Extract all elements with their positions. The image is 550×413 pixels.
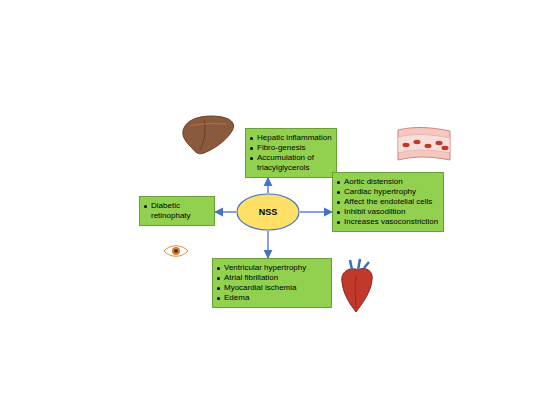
bullet-item: Myocardial ischemia [216, 283, 327, 293]
artery-lumen [398, 134, 450, 153]
effect-box: Diabetic retinophaty [139, 196, 215, 226]
central-ellipse: NSS [236, 193, 300, 231]
arrow-connector [267, 178, 268, 193]
bullet-dot [250, 157, 253, 160]
blood-cell [403, 143, 410, 147]
effect-text: Fibro-genesis [257, 143, 305, 153]
effect-box: Aortic distensionCardiac hypertrophyAffe… [332, 172, 444, 232]
liver-shape [183, 116, 234, 154]
effect-text: Edema [224, 293, 249, 303]
bullet-item: Ventricular hypertrophy [216, 263, 327, 273]
bullet-item: Increases vasoconstriction [336, 217, 439, 227]
liver-highlight [190, 124, 226, 126]
effect-text: Cardiac hypertrophy [344, 187, 416, 197]
bullet-dot [337, 201, 340, 204]
bullet-item: Affect the endotelial cells [336, 197, 439, 207]
artery-illustration [398, 127, 450, 160]
node-label: NSS [259, 207, 278, 218]
bullet-item: Accumulation of triacylglycerols [249, 153, 332, 173]
artery-wall [398, 127, 450, 160]
heart-illustration [342, 259, 373, 312]
effect-text: Atrial fibrillation [224, 273, 278, 283]
effect-text: Affect the endotelial cells [344, 197, 432, 207]
heart-vessels [350, 259, 369, 270]
eye-illustration [164, 246, 188, 257]
eye-pupil [174, 249, 178, 253]
bullet-item: Inhibit vasodiltion [336, 207, 439, 217]
effect-text: Increases vasoconstriction [344, 217, 438, 227]
blood-cell [436, 141, 443, 145]
bullet-dot [337, 181, 340, 184]
effect-text: Aortic distension [344, 177, 403, 187]
effect-text: Inhibit vasodiltion [344, 207, 405, 217]
bullet-dot [217, 267, 220, 270]
bullet-dot [144, 205, 147, 208]
heart-septum [355, 276, 357, 308]
eye-iris [172, 247, 180, 255]
bullet-dot [337, 221, 340, 224]
bullet-dot [337, 191, 340, 194]
effect-text: Myocardial ischemia [224, 283, 296, 293]
bullet-item: Cardiac hypertrophy [336, 187, 439, 197]
arrow-connector [215, 211, 236, 212]
effect-text: Diabetic retinophaty [151, 201, 210, 221]
bullet-item: Atrial fibrillation [216, 273, 327, 283]
bullet-dot [217, 297, 220, 300]
arrow-connector [300, 211, 332, 212]
effect-box: Hepatic inflammationFibro-genesisAccumul… [245, 128, 337, 178]
effect-text: Hepatic inflammation [257, 133, 332, 143]
bullet-item: Edema [216, 293, 327, 303]
ellipse-outline [237, 194, 299, 230]
blood-cell [425, 144, 432, 148]
bullet-item: Fibro-genesis [249, 143, 332, 153]
bullet-dot [337, 211, 340, 214]
effect-box: Ventricular hypertrophyAtrial fibrillati… [212, 258, 332, 308]
bullet-dot [217, 277, 220, 280]
blood-cell [414, 140, 421, 144]
bullet-dot [217, 287, 220, 290]
bullet-item: Diabetic retinophaty [143, 201, 210, 221]
arrow-connector [267, 231, 268, 258]
eye-outline [164, 246, 188, 257]
bullet-dot [250, 137, 253, 140]
blood-cell [442, 146, 449, 150]
heart-shape [342, 268, 373, 312]
bullet-item: Aortic distension [336, 177, 439, 187]
ellipse-label-holder: NSS [236, 193, 300, 231]
liver-illustration [183, 116, 234, 154]
bullet-dot [250, 147, 253, 150]
bullet-item: Hepatic inflammation [249, 133, 332, 143]
effect-text: Ventricular hypertrophy [224, 263, 306, 273]
effect-text: Accumulation of triacylglycerols [257, 153, 332, 173]
